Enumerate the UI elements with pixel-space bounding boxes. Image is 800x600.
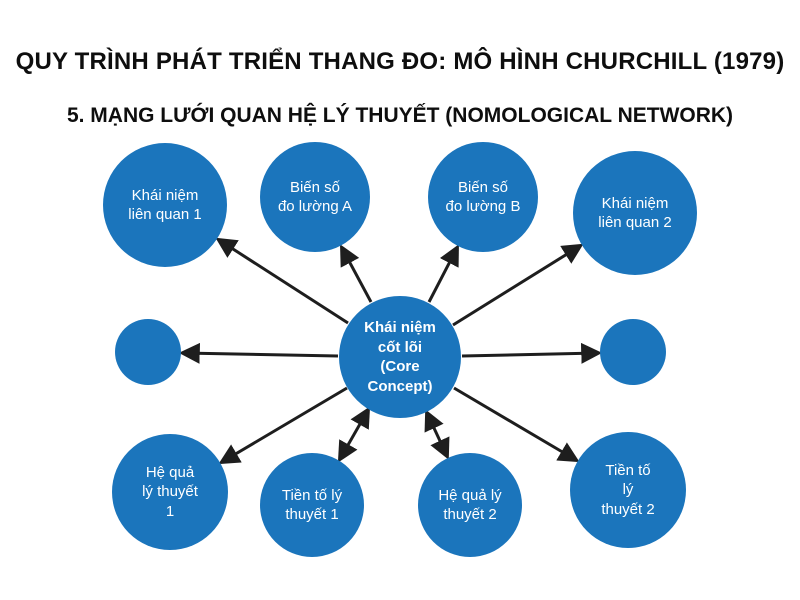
arrow-core-to-he-qua-ly-thuyet-2: [424, 409, 450, 460]
diagram-title: QUY TRÌNH PHÁT TRIỂN THANG ĐO: MÔ HÌNH C…: [15, 48, 785, 75]
node-he-qua-ly-thuyet-2: Hệ quả lý thuyết 2: [418, 453, 522, 557]
arrow-core-to-bien-so-do-luong-b: [427, 244, 459, 303]
node-khai-niem-lien-quan-1: Khái niệm liên quan 1: [103, 143, 227, 267]
node-tien-to-ly-thuyet-2: Tiền tố lý thuyết 2: [570, 432, 686, 548]
node-he-qua-ly-thuyet-1: Hệ quả lý thuyết 1: [112, 434, 228, 550]
node-bien-so-do-luong-a: Biến số đo lường A: [260, 142, 370, 252]
arrow-core-to-small-right: [461, 342, 603, 364]
arrow-core-to-he-qua-ly-thuyet-1: [218, 386, 348, 465]
node-khai-niem-lien-quan-2: Khái niệm liên quan 2: [573, 151, 697, 275]
arrow-core-to-tien-to-ly-thuyet-2: [453, 386, 580, 463]
arrow-core-to-small-left: [178, 342, 339, 364]
diagram-subtitle: 5. MẠNG LƯỚI QUAN HỆ LÝ THUYẾT (NOMOLOGI…: [66, 104, 734, 127]
node-core-concept: Khái niệm cốt lõi (Core Concept): [339, 296, 461, 418]
arrow-core-to-bien-so-do-luong-a: [340, 244, 373, 303]
arrow-core-to-khai-niem-lien-quan-2: [452, 243, 584, 327]
arrow-core-to-khai-niem-lien-quan-1: [215, 237, 349, 325]
node-tien-to-ly-thuyet-1: Tiền tố lý thuyết 1: [260, 453, 364, 557]
node-small-left: [115, 319, 181, 385]
node-bien-so-do-luong-b: Biến số đo lường B: [428, 142, 538, 252]
arrow-core-to-tien-to-ly-thuyet-1: [337, 406, 371, 463]
node-small-right: [600, 319, 666, 385]
